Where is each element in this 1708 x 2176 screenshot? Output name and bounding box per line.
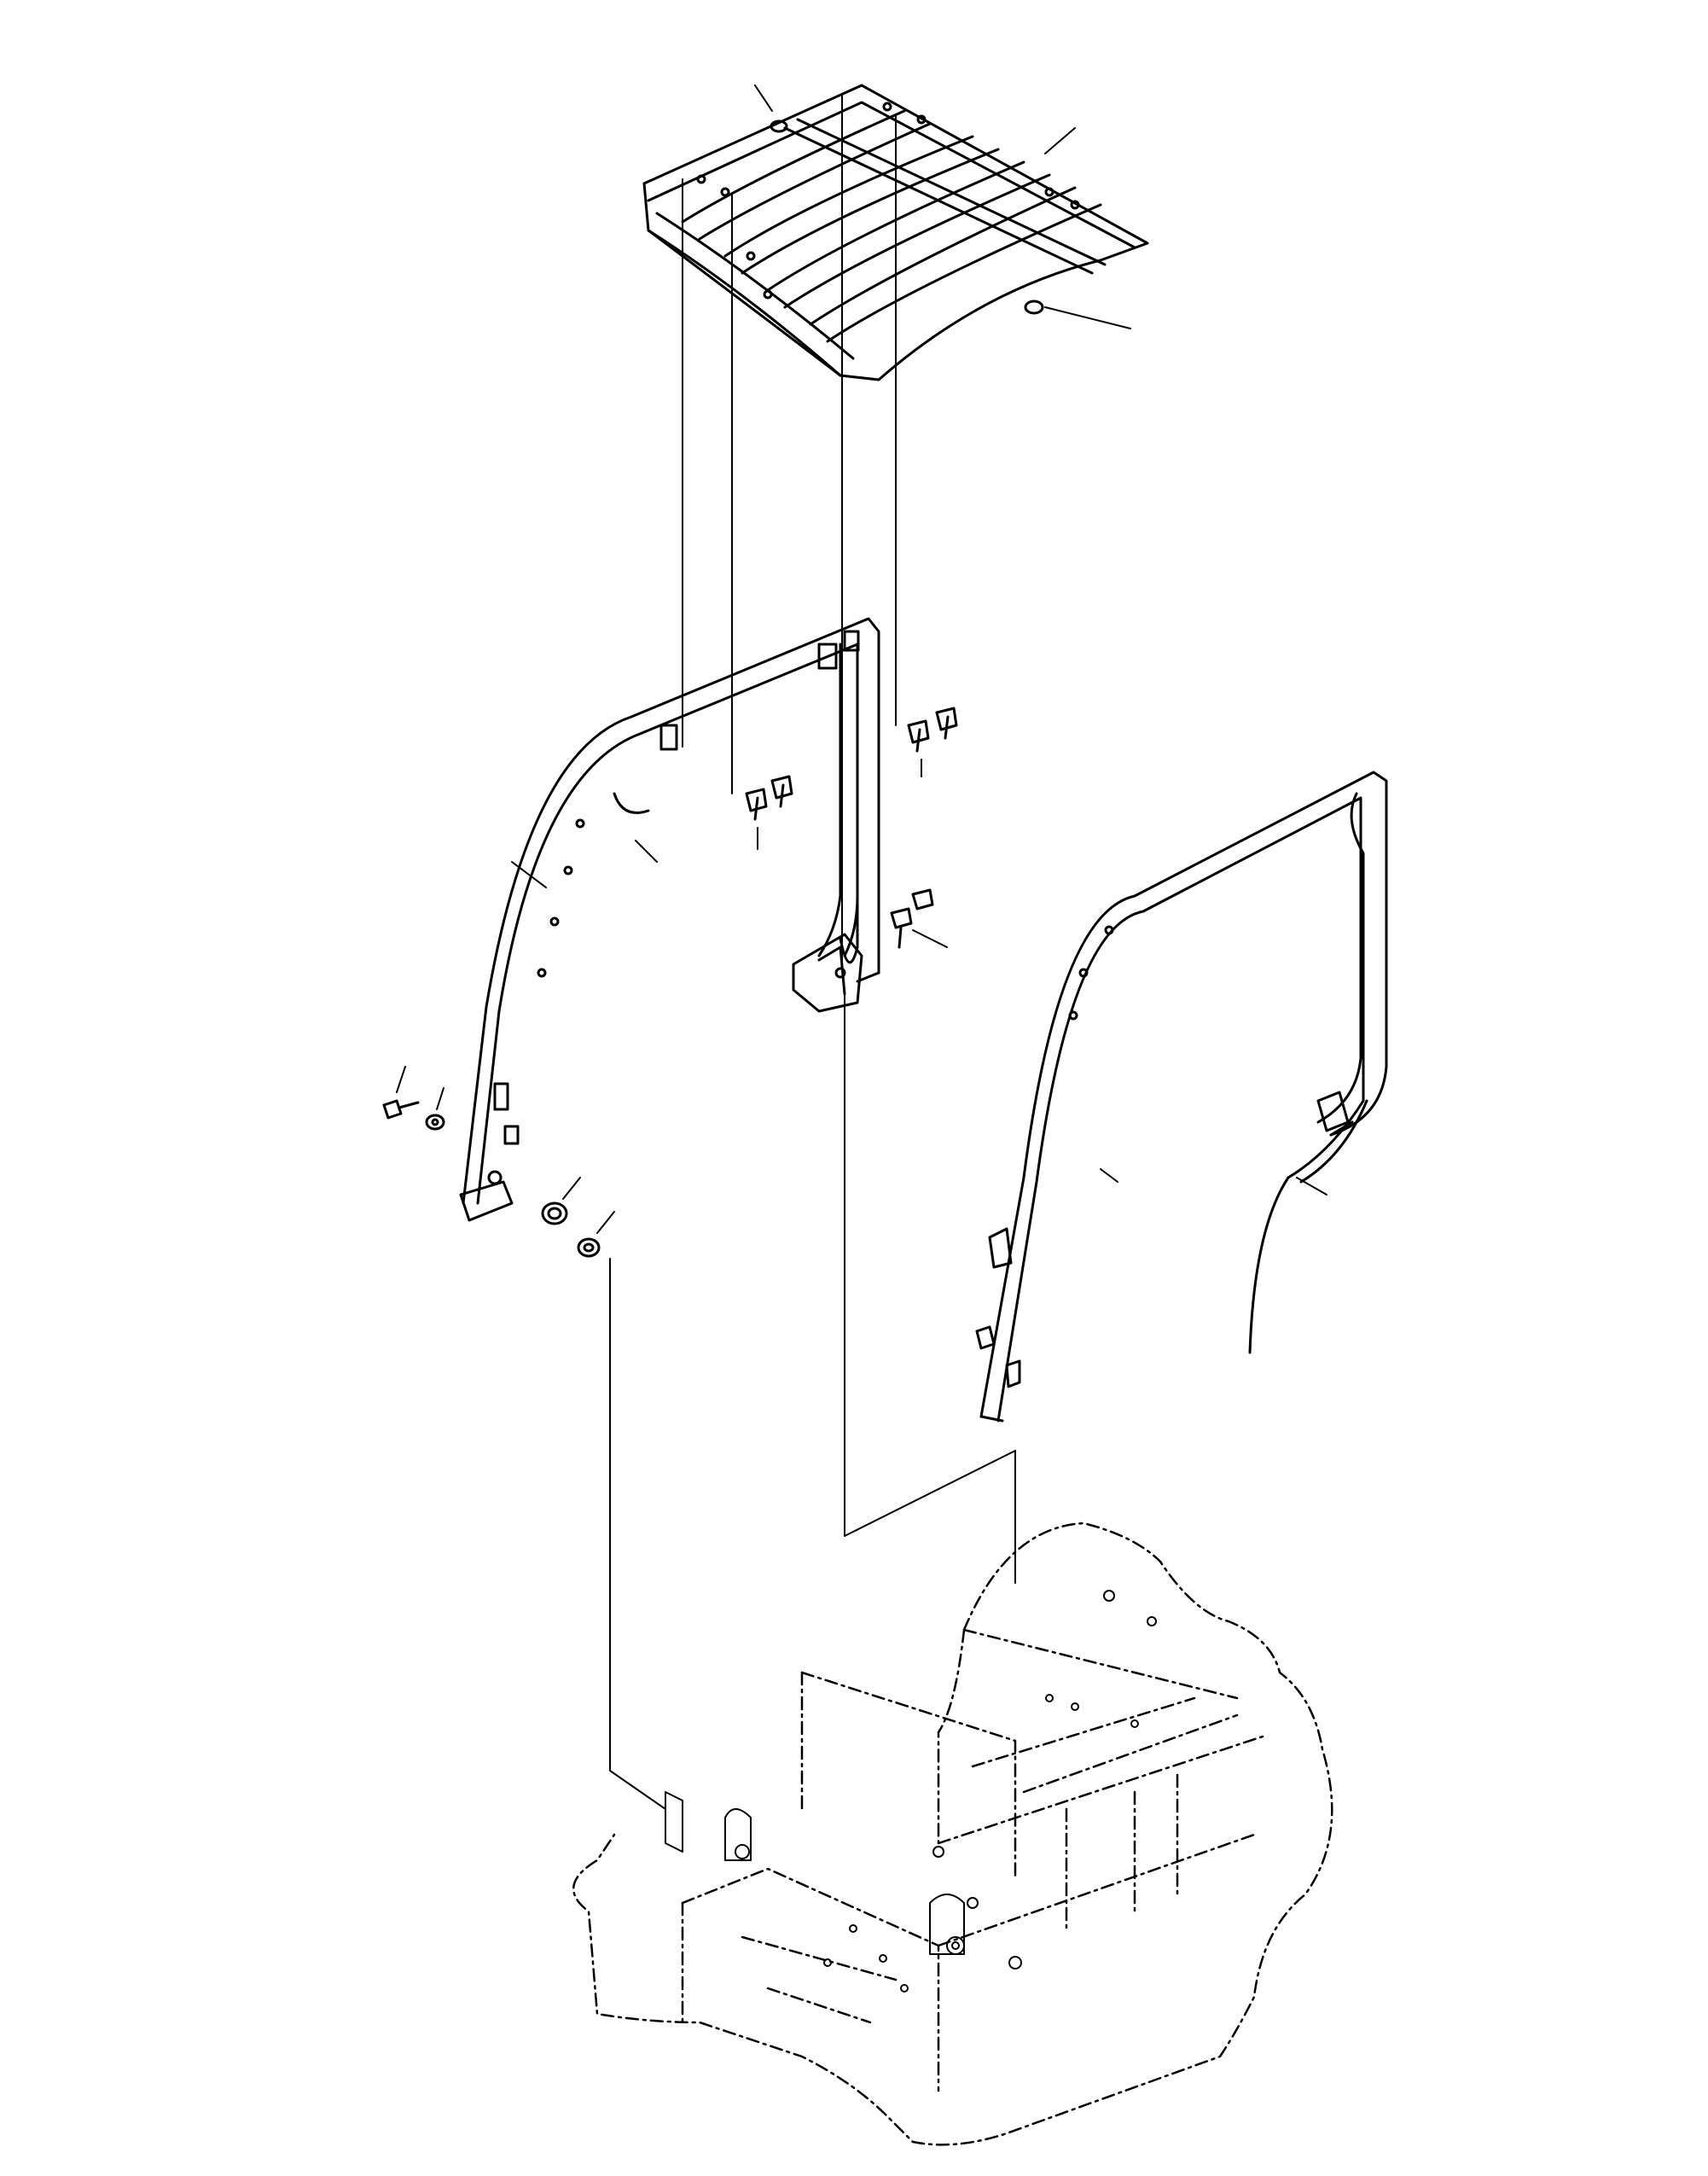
bolt-left-1 (382, 1099, 420, 1120)
base-frame-details (665, 1590, 1157, 1993)
roof-cap-right (1024, 300, 1044, 315)
center-pillar-bracket (792, 933, 880, 1013)
front-left-arch (459, 617, 880, 1222)
bolt-pair-top-right (907, 707, 958, 753)
cable-hose (1248, 792, 1368, 1354)
washer-left-2 (577, 1237, 601, 1258)
roof-cap-top (770, 119, 788, 133)
bolt-center (890, 888, 934, 949)
rear-right-arch (975, 771, 1388, 1423)
roof-panel (642, 84, 1149, 381)
base-frame (572, 1521, 1333, 2146)
washer-left-1 (425, 1114, 445, 1131)
nut-left-2 (541, 1201, 568, 1225)
bolt-pair-top-left (745, 775, 793, 821)
leader-lines (396, 84, 1327, 1234)
alignment-lines (609, 93, 1016, 1810)
